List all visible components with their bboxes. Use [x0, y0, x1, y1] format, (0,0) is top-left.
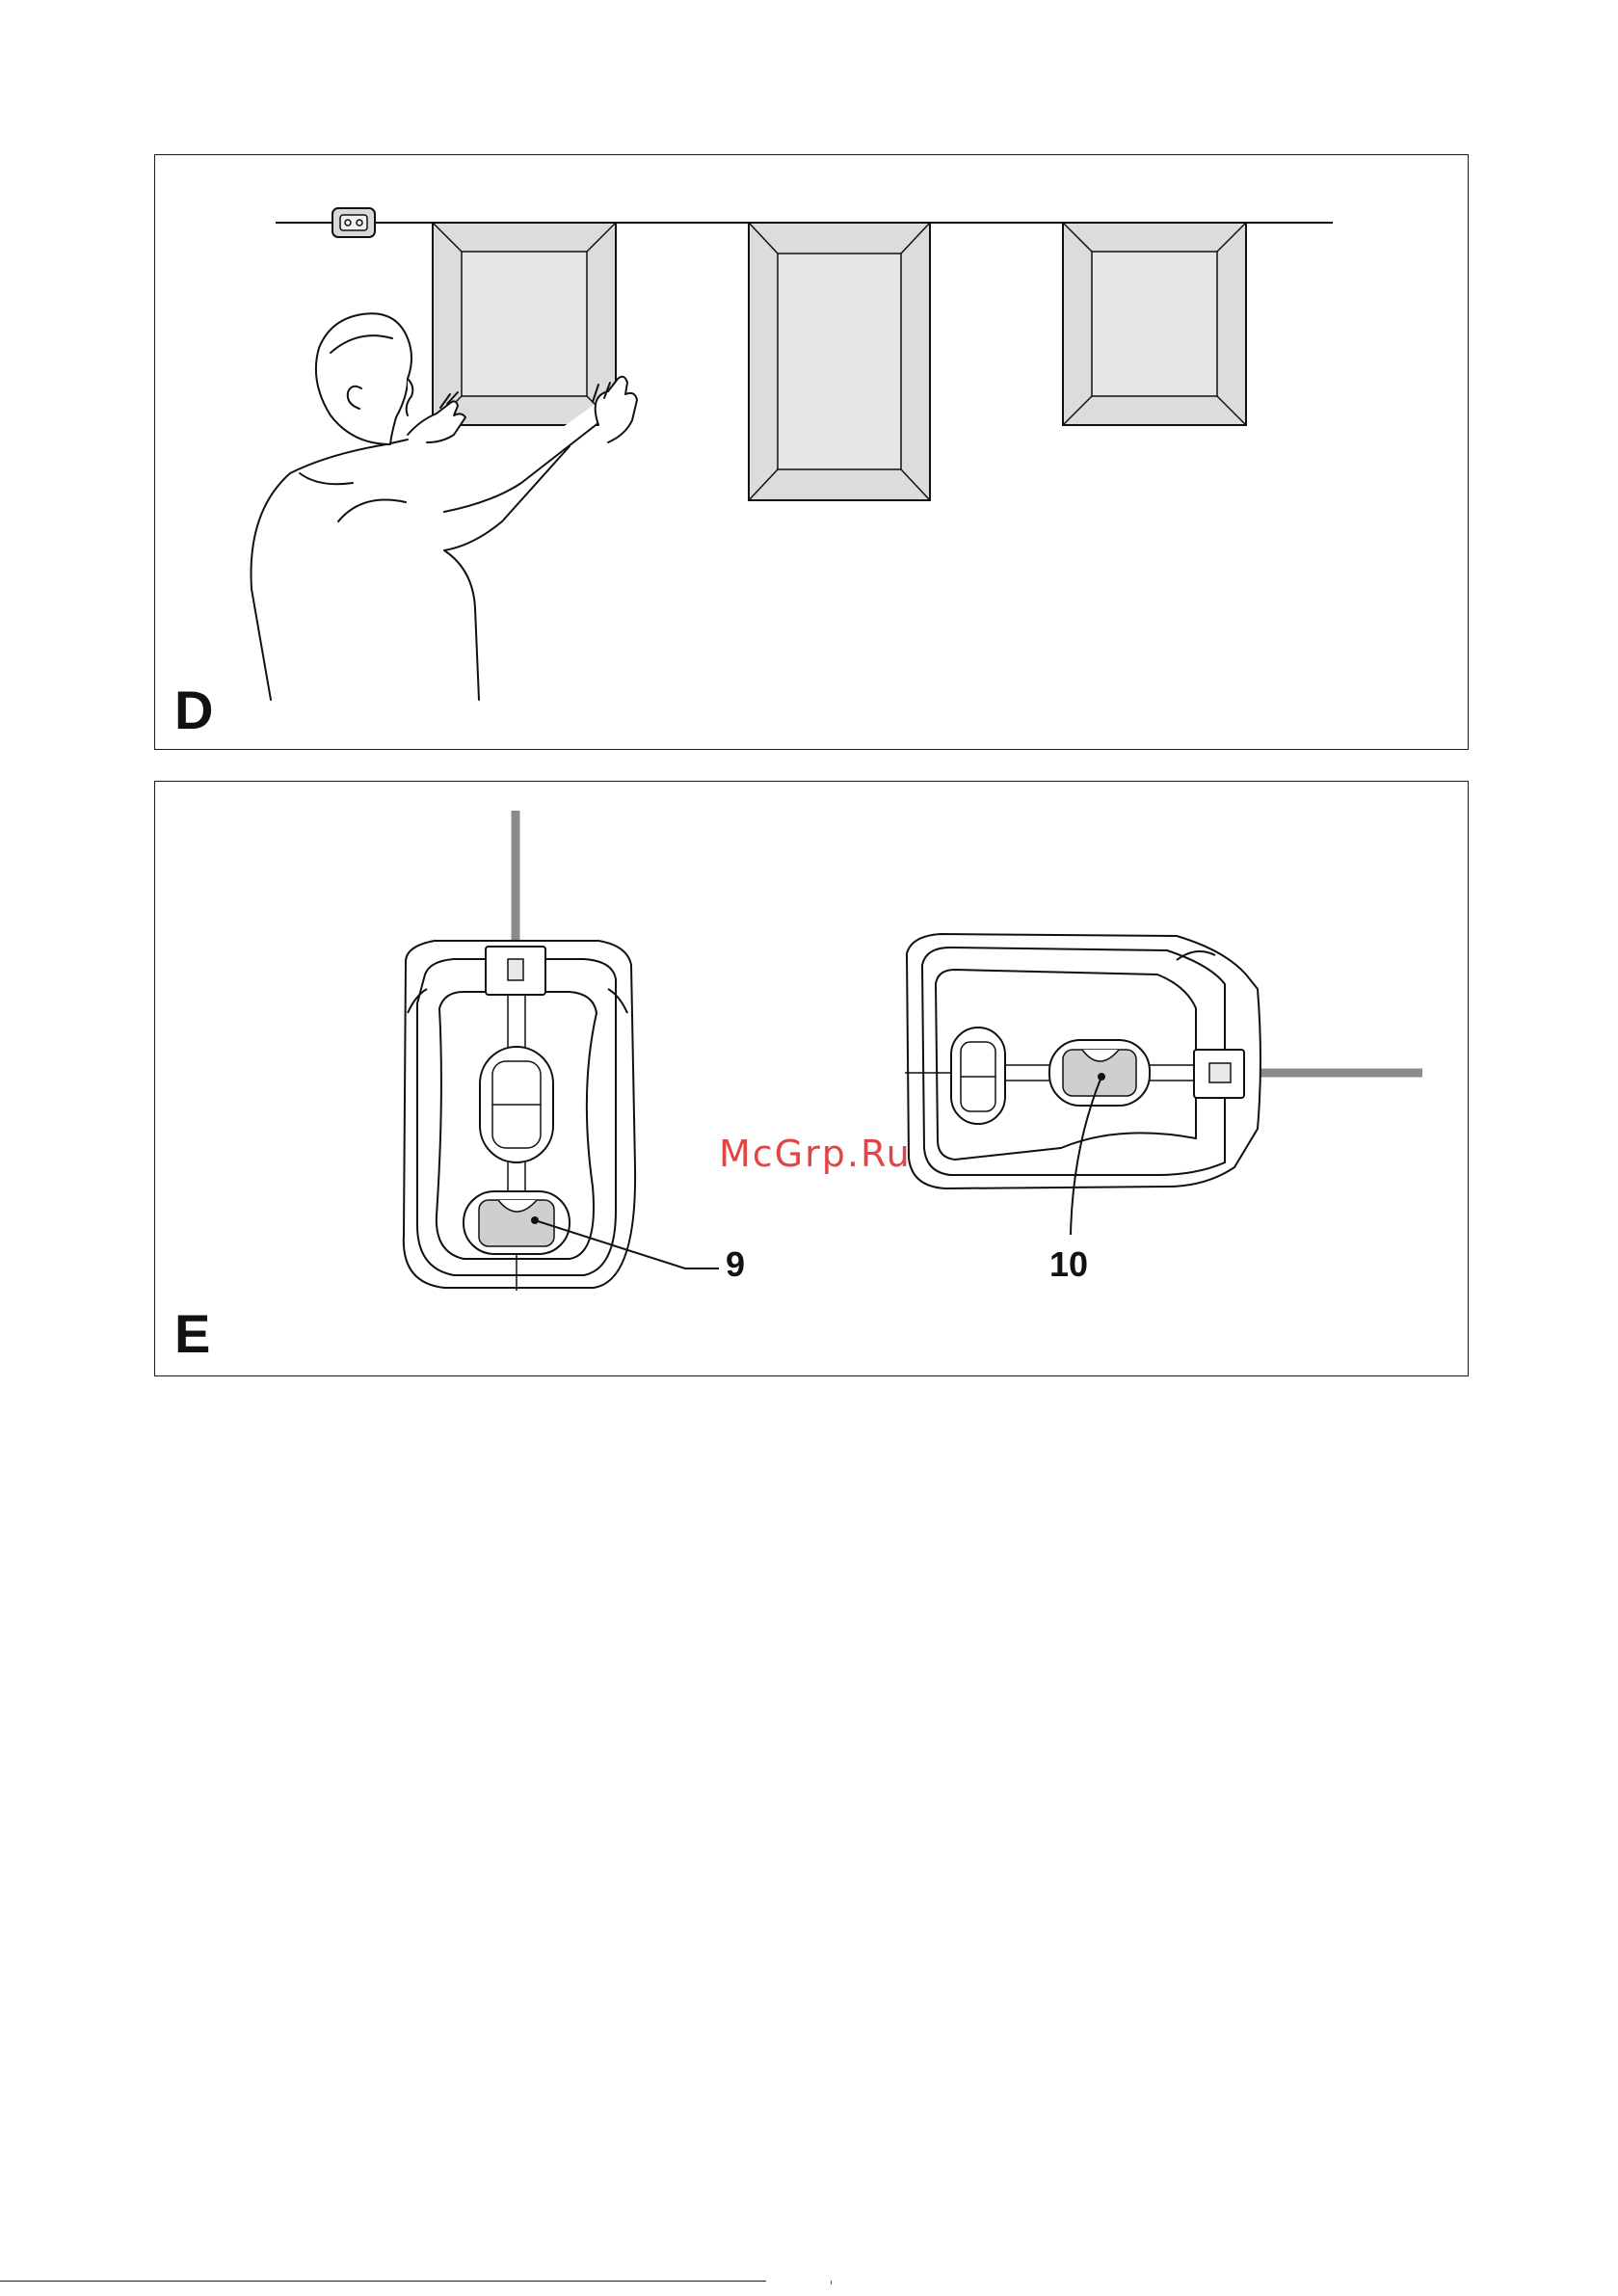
picture-frame-2	[749, 223, 930, 500]
callout-9-label: 9	[726, 1247, 745, 1282]
callout-10-label: 10	[1049, 1247, 1088, 1282]
figure-d-label: D	[174, 683, 213, 737]
footer-tick-mark	[831, 2281, 832, 2284]
laser-device-icon	[332, 208, 379, 237]
figure-e-panel: 9 10 E	[154, 781, 1469, 1376]
watermark-text: McGrp.Ru	[719, 1133, 912, 1175]
level-device-vertical	[404, 811, 635, 1291]
figure-d-panel: D	[154, 154, 1469, 750]
picture-frame-3	[1063, 223, 1246, 425]
level-device-horizontal	[905, 934, 1422, 1188]
figure-e-illustration	[155, 782, 1470, 1377]
picture-frame-1	[433, 223, 616, 425]
figure-e-label: E	[174, 1307, 210, 1361]
figure-d-illustration	[155, 155, 1470, 751]
footer-rule	[0, 2281, 766, 2282]
